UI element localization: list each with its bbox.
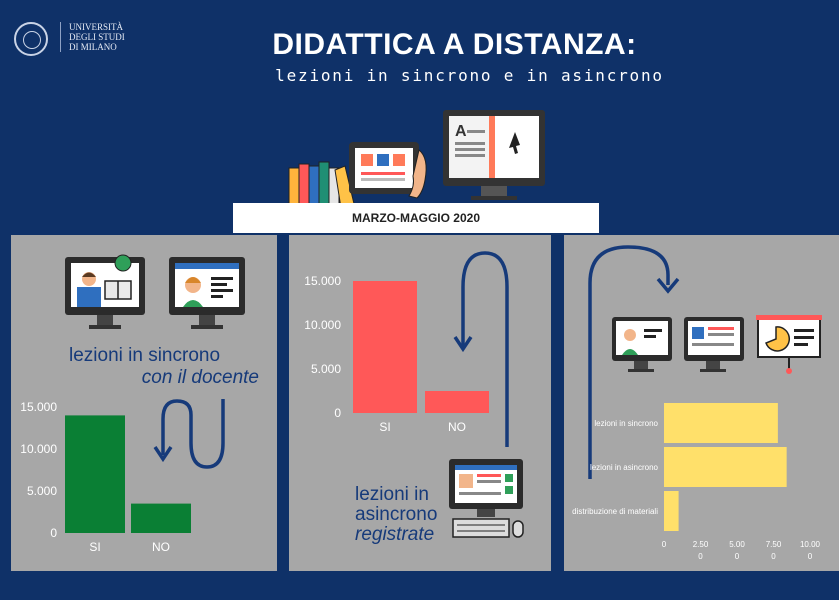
y-tick-label: 10.000 bbox=[20, 442, 57, 456]
teacher-monitor-icon bbox=[65, 254, 145, 329]
panel-2-line-1: lezioni in bbox=[355, 484, 429, 505]
panel-1-icons bbox=[65, 254, 245, 329]
headset-monitor-icon bbox=[169, 257, 245, 329]
bar bbox=[425, 391, 489, 413]
x-tick-label-second-line: 0 bbox=[808, 552, 813, 561]
bar bbox=[664, 491, 679, 531]
logo-line-3: DI MILANO bbox=[69, 42, 117, 52]
x-tick-label: SI bbox=[89, 540, 100, 554]
panel-2-line-3: registrate bbox=[355, 524, 435, 545]
y-tick-label: 10.000 bbox=[304, 318, 341, 332]
y-tick-label: lezioni in asincrono bbox=[590, 463, 659, 472]
chart-modalita: lezioni in sincrono lezioni in asincrono d… bbox=[572, 403, 821, 561]
panel-3-icons bbox=[612, 315, 822, 374]
curved-arrow-icon bbox=[453, 251, 509, 447]
period-label: MARZO-MAGGIO 2020 bbox=[351, 211, 480, 225]
desktop-computer-icon bbox=[449, 459, 524, 538]
logo-line-2: DEGLI STUDI bbox=[69, 32, 125, 42]
x-tick-label: NO bbox=[448, 420, 466, 434]
x-tick-label: NO bbox=[152, 540, 170, 554]
x-tick-label: 5.00 bbox=[729, 540, 745, 549]
y-tick-label: 15.000 bbox=[304, 274, 341, 288]
curved-arrow-icon bbox=[588, 245, 680, 479]
panel-sincrono: lezioni in sincrono con il docente 0 5.00… bbox=[11, 235, 277, 571]
x-tick-label: 7.50 bbox=[766, 540, 782, 549]
university-seal-icon bbox=[14, 22, 48, 56]
page-title: DIDATTICA A DISTANZA: bbox=[272, 28, 637, 61]
tablet-icon bbox=[349, 142, 427, 199]
books-icon bbox=[288, 161, 356, 208]
svg-text:A: A bbox=[455, 123, 467, 140]
x-tick-label: 10.00 bbox=[800, 540, 821, 549]
y-tick-label: distribuzione di materiali bbox=[572, 507, 658, 516]
teacher-monitor-icon bbox=[612, 317, 672, 372]
page-subtitle: lezioni in sincrono e in asincrono bbox=[275, 66, 664, 85]
panel-2-line-2: asincrono bbox=[355, 504, 438, 525]
bar bbox=[664, 447, 787, 487]
monitor-book-icon: A bbox=[443, 110, 545, 200]
presentation-icon bbox=[756, 315, 822, 374]
bar bbox=[131, 503, 191, 533]
x-tick-label-second-line: 0 bbox=[735, 552, 740, 561]
curved-arrow-icon bbox=[153, 399, 225, 469]
x-tick-label: SI bbox=[379, 420, 390, 434]
x-tick-label-second-line: 0 bbox=[698, 552, 703, 561]
panel-modalita: lezioni in sincrono lezioni in asincrono d… bbox=[564, 235, 839, 571]
y-tick-label: 5.000 bbox=[311, 362, 341, 376]
period-banner: MARZO-MAGGIO 2020 bbox=[233, 203, 599, 233]
x-tick-label-second-line: 0 bbox=[771, 552, 776, 561]
panel-2-label: lezioni in asincrono registrate bbox=[355, 485, 465, 545]
y-tick-label: 15.000 bbox=[20, 400, 57, 414]
university-logo: UNIVERSITÀ DEGLI STUDI DI MILANO bbox=[14, 22, 125, 56]
y-tick-label: lezioni in sincrono bbox=[594, 419, 658, 428]
y-tick-label: 0 bbox=[334, 406, 341, 420]
x-tick-label: 2.50 bbox=[693, 540, 709, 549]
bar bbox=[65, 415, 125, 533]
bar bbox=[664, 403, 778, 443]
panel-1-line-2: con il docente bbox=[141, 367, 259, 388]
university-name: UNIVERSITÀ DEGLI STUDI DI MILANO bbox=[60, 22, 125, 52]
bar bbox=[353, 281, 417, 413]
monitor-video-icon bbox=[684, 317, 744, 372]
logo-line-1: UNIVERSITÀ bbox=[69, 22, 123, 32]
y-tick-label: 5.000 bbox=[27, 484, 57, 498]
header-illustration: A bbox=[288, 110, 545, 208]
panel-1-label: lezioni in sincrono con il docente bbox=[69, 345, 269, 389]
x-tick-label: 0 bbox=[662, 540, 667, 549]
y-tick-label: 0 bbox=[50, 526, 57, 540]
panel-1-line-1: lezioni in sincrono bbox=[69, 345, 221, 366]
